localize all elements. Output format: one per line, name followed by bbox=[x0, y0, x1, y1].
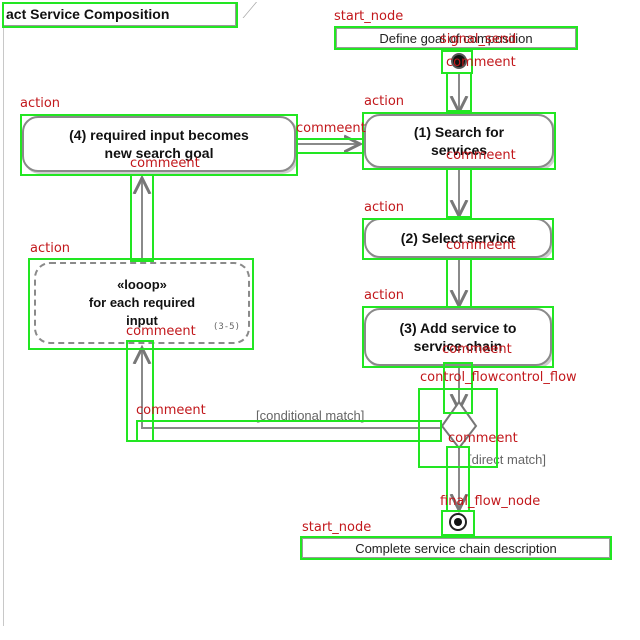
action-search-services: (1) Search for services bbox=[364, 114, 554, 168]
action-required-input-line1: (4) required input becomes bbox=[69, 127, 249, 143]
action-required-input: (4) required input becomes new search go… bbox=[22, 116, 296, 172]
action-add-line1: (3) Add service to bbox=[399, 320, 517, 336]
signal-send-node bbox=[451, 53, 467, 69]
loop-line2: for each required bbox=[88, 295, 196, 310]
action-required-input-line2: new search goal bbox=[104, 145, 214, 161]
action-select-service: (2) Select service bbox=[364, 218, 552, 258]
action-add-service: (3) Add service to service chain bbox=[364, 308, 552, 366]
frame-border bbox=[3, 26, 4, 626]
loop-tag: (3-5) bbox=[212, 322, 240, 332]
end-node-label: Complete service chain description bbox=[302, 538, 610, 558]
start-node-label: Define goal of composition bbox=[336, 28, 576, 48]
action-add-line2: service chain bbox=[413, 338, 503, 354]
loop-region: «looop» for each required input (3-5) bbox=[34, 262, 250, 344]
action-search-line2: services bbox=[430, 142, 488, 158]
loop-line3: input bbox=[126, 313, 158, 328]
final-flow-node-dot bbox=[454, 518, 462, 526]
loop-stereotype: «looop» bbox=[117, 277, 167, 292]
action-select-line1: (2) Select service bbox=[400, 230, 516, 246]
guard-conditional-match: [conditional match] bbox=[256, 408, 365, 423]
guard-direct-match: [direct match] bbox=[468, 452, 547, 467]
frame-title: act Service Composition bbox=[4, 2, 236, 26]
edge-decision-to-loop bbox=[142, 348, 442, 429]
decision-node bbox=[440, 400, 478, 450]
final-flow-node bbox=[449, 513, 467, 531]
action-search-line1: (1) Search for bbox=[413, 124, 505, 140]
